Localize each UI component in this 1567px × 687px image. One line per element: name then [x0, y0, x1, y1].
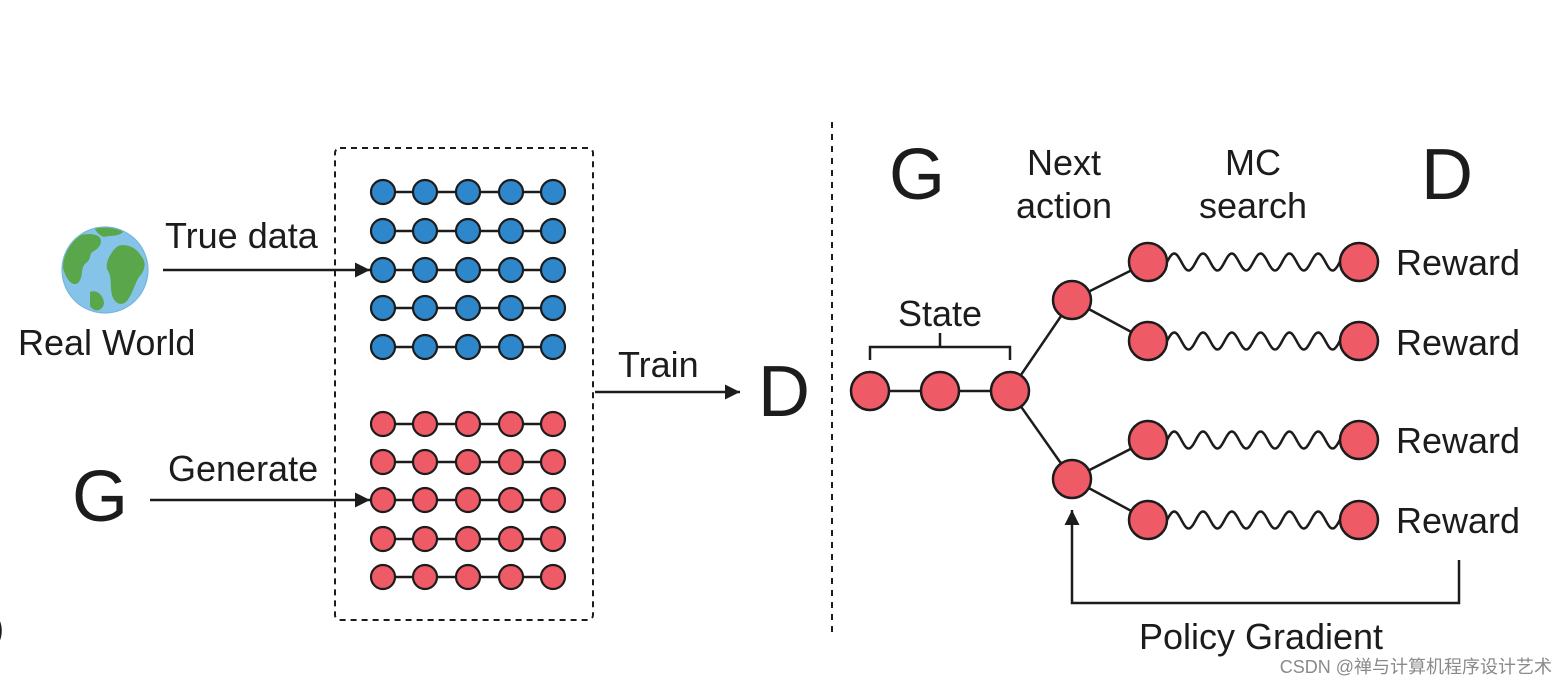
globe-icon	[61, 226, 149, 314]
generated-sample-dot	[539, 448, 567, 476]
tree-nodes	[849, 241, 1380, 541]
train-label: Train	[618, 344, 699, 385]
generated-sample-dot	[497, 525, 525, 553]
state-bracket	[868, 333, 1012, 360]
true-sample-dot	[539, 178, 567, 206]
generated-sample-dot	[454, 525, 482, 553]
mc-rollout-wave	[1165, 331, 1342, 351]
true-sample-dot	[454, 333, 482, 361]
true-data-label: True data	[165, 215, 319, 256]
generated-sample-dot	[454, 563, 482, 591]
true-sample-dot	[539, 217, 567, 245]
generated-sample-dot	[539, 563, 567, 591]
true-sample-dot	[454, 217, 482, 245]
right-panel: G Next action MC search D State	[849, 135, 1520, 657]
next-action-node	[1051, 279, 1093, 321]
mc-search-label-line2: search	[1199, 185, 1307, 226]
true-sample-dot	[369, 256, 397, 284]
generated-sample-dot	[497, 448, 525, 476]
generated-sample-dot	[454, 486, 482, 514]
mc-rollouts	[1165, 252, 1342, 530]
generator-label-left: G	[72, 457, 128, 537]
true-sample-dot	[369, 333, 397, 361]
generated-sample-dot	[411, 410, 439, 438]
true-sample-dot	[497, 178, 525, 206]
state-node	[919, 370, 961, 412]
left-panel: ) Real World True data G Generate Train …	[0, 147, 810, 648]
watermark: CSDN @禅与计算机程序设计艺术	[1280, 657, 1552, 677]
generated-sample-dot	[411, 525, 439, 553]
true-sample-dot	[369, 178, 397, 206]
mc-search-start-node	[1127, 419, 1169, 461]
true-sample-dot	[411, 178, 439, 206]
true-sample-dot	[369, 217, 397, 245]
policy-gradient-label: Policy Gradient	[1139, 616, 1383, 657]
generated-sample-dot	[411, 486, 439, 514]
generated-sample-dot	[369, 448, 397, 476]
mc-search-start-node	[1127, 499, 1169, 541]
mc-rollout-wave	[1165, 430, 1342, 450]
true-sample-dot	[539, 294, 567, 322]
generated-sample-dot	[369, 563, 397, 591]
generated-sample-dot	[454, 410, 482, 438]
sample-batch-box	[334, 147, 594, 621]
next-action-label-line2: action	[1016, 185, 1112, 226]
true-sample-dot	[454, 294, 482, 322]
mc-search-label-line1: MC	[1225, 142, 1281, 183]
mc-search-start-node	[1127, 241, 1169, 283]
discriminator-label-left: D	[758, 352, 810, 432]
generated-sample-dot	[411, 448, 439, 476]
state-label: State	[898, 293, 982, 334]
true-sample-dot	[454, 256, 482, 284]
true-sample-dot	[454, 178, 482, 206]
state-node	[989, 370, 1031, 412]
panel-mark: )	[0, 607, 4, 648]
true-sample-dot	[369, 294, 397, 322]
reward-label: Reward	[1396, 322, 1520, 363]
generated-sample-dot	[497, 486, 525, 514]
true-sample-dot	[539, 333, 567, 361]
mc-rollout-wave	[1165, 252, 1342, 272]
next-action-node	[1051, 458, 1093, 500]
generator-label-right: G	[889, 135, 945, 215]
mc-rollout-wave	[1165, 510, 1342, 530]
reward-node	[1338, 320, 1380, 362]
state-node	[849, 370, 891, 412]
policy-gradient-arrow	[1064, 510, 1461, 605]
mc-search-start-node	[1127, 320, 1169, 362]
generated-sample-dot	[454, 448, 482, 476]
true-sample-dot	[497, 256, 525, 284]
reward-label: Reward	[1396, 420, 1520, 461]
generated-sample-dot	[497, 410, 525, 438]
next-action-label-line1: Next	[1027, 142, 1101, 183]
generate-label: Generate	[168, 448, 318, 489]
true-sample-dot	[539, 256, 567, 284]
generated-sample-dot	[369, 486, 397, 514]
true-sample-dot	[497, 333, 525, 361]
generated-sample-dot	[539, 525, 567, 553]
reward-node	[1338, 241, 1380, 283]
sample-grid	[369, 178, 567, 591]
true-sample-dot	[411, 256, 439, 284]
generated-sample-dot	[411, 563, 439, 591]
reward-label: Reward	[1396, 500, 1520, 541]
real-world-label: Real World	[18, 322, 195, 363]
true-sample-dot	[411, 294, 439, 322]
true-sample-dot	[411, 217, 439, 245]
discriminator-label-right: D	[1421, 135, 1473, 215]
true-sample-dot	[411, 333, 439, 361]
generated-sample-dot	[539, 486, 567, 514]
generated-sample-dot	[497, 563, 525, 591]
generated-sample-dot	[369, 410, 397, 438]
true-sample-dot	[497, 217, 525, 245]
reward-node	[1338, 499, 1380, 541]
generated-sample-dot	[369, 525, 397, 553]
reward-node	[1338, 419, 1380, 461]
generated-sample-dot	[539, 410, 567, 438]
true-sample-dot	[497, 294, 525, 322]
reward-label: Reward	[1396, 242, 1520, 283]
